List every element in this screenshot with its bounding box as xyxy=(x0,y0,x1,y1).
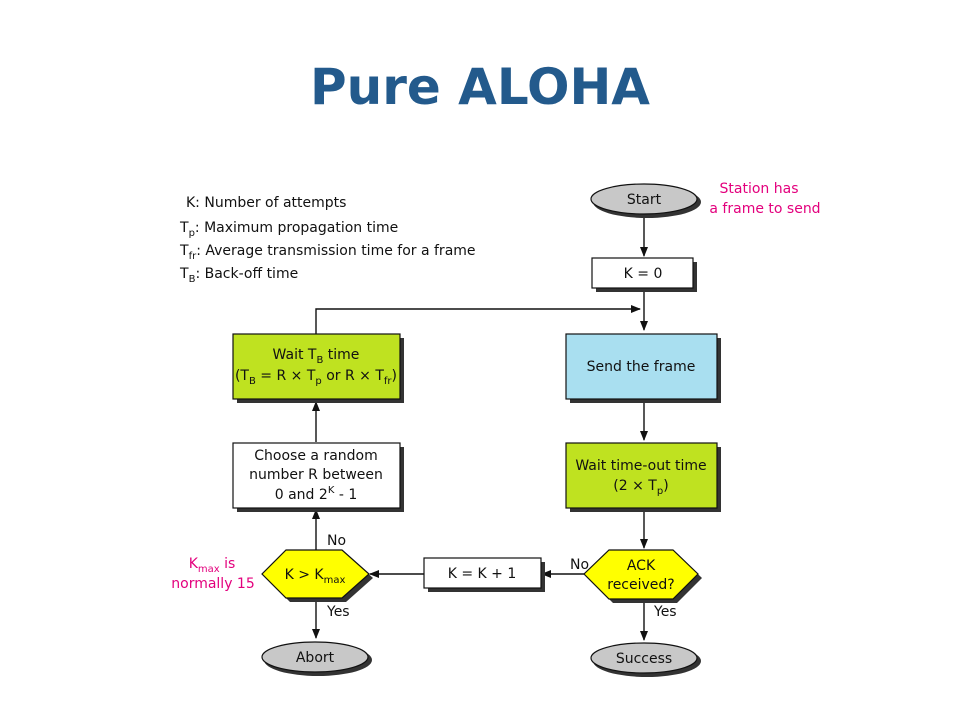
success-node: Success xyxy=(590,642,701,677)
send-frame-box: Send the frame xyxy=(565,333,721,403)
kmax-decision: K > Kmax xyxy=(261,549,373,602)
edge-label-yes-ack: Yes xyxy=(653,604,677,620)
ack-line2: received? xyxy=(607,577,674,593)
choose-random-line3: 0 and 2K - 1 xyxy=(275,485,357,503)
kmax-note-line1: Kmax is xyxy=(189,556,236,575)
edge-label-no-kmax: No xyxy=(327,533,346,549)
legend-tfr: Tfr: Average transmission time for a fra… xyxy=(179,243,476,262)
choose-random-line2: number R between xyxy=(249,467,383,483)
kmax-note-line2: normally 15 xyxy=(171,576,255,592)
ack-line1: ACK xyxy=(627,558,656,574)
abort-label: Abort xyxy=(296,650,335,666)
k-increment-box: K = K + 1 xyxy=(423,557,545,592)
legend-tb: TB: Back-off time xyxy=(179,266,298,285)
wait-tb-line1: Wait TB time xyxy=(273,347,360,366)
start-node: Start xyxy=(590,183,701,218)
wait-tb-line2: (TB = R × Tp or R × Tfr) xyxy=(235,368,397,387)
start-note-line2: a frame to send xyxy=(709,201,820,217)
wait-timeout-line2: (2 × Tp) xyxy=(613,478,668,497)
page-title: Pure ALOHA xyxy=(309,58,651,116)
edge-label-yes-kmax: Yes xyxy=(326,604,350,620)
kmax-check-label: K > Kmax xyxy=(285,567,346,586)
k-zero-label: K = 0 xyxy=(624,266,663,282)
legend-tp: Tp: Maximum propagation time xyxy=(179,220,398,239)
choose-random-line1: Choose a random xyxy=(254,448,377,464)
ack-decision: ACK received? xyxy=(583,549,702,603)
send-frame-label: Send the frame xyxy=(587,359,696,375)
success-label: Success xyxy=(616,651,672,667)
k-zero-box: K = 0 xyxy=(591,257,697,292)
start-note-line1: Station has xyxy=(720,181,799,197)
k-increment-label: K = K + 1 xyxy=(448,566,517,582)
legend: K: Number of attempts Tp: Maximum propag… xyxy=(179,195,476,285)
abort-node: Abort xyxy=(261,641,372,676)
wait-timeout-line1: Wait time-out time xyxy=(575,458,706,474)
start-label: Start xyxy=(627,192,662,208)
wait-timeout-box: Wait time-out time (2 × Tp) xyxy=(565,442,721,512)
wait-tb-box: Wait TB time (TB = R × Tp or R × Tfr) xyxy=(232,333,404,403)
legend-k: K: Number of attempts xyxy=(186,195,346,211)
arrow-wait-tb-loop-back xyxy=(315,305,641,334)
connectors xyxy=(312,214,648,641)
edge-label-no-ack: No xyxy=(570,557,589,573)
choose-random-box: Choose a random number R between 0 and 2… xyxy=(232,442,404,512)
